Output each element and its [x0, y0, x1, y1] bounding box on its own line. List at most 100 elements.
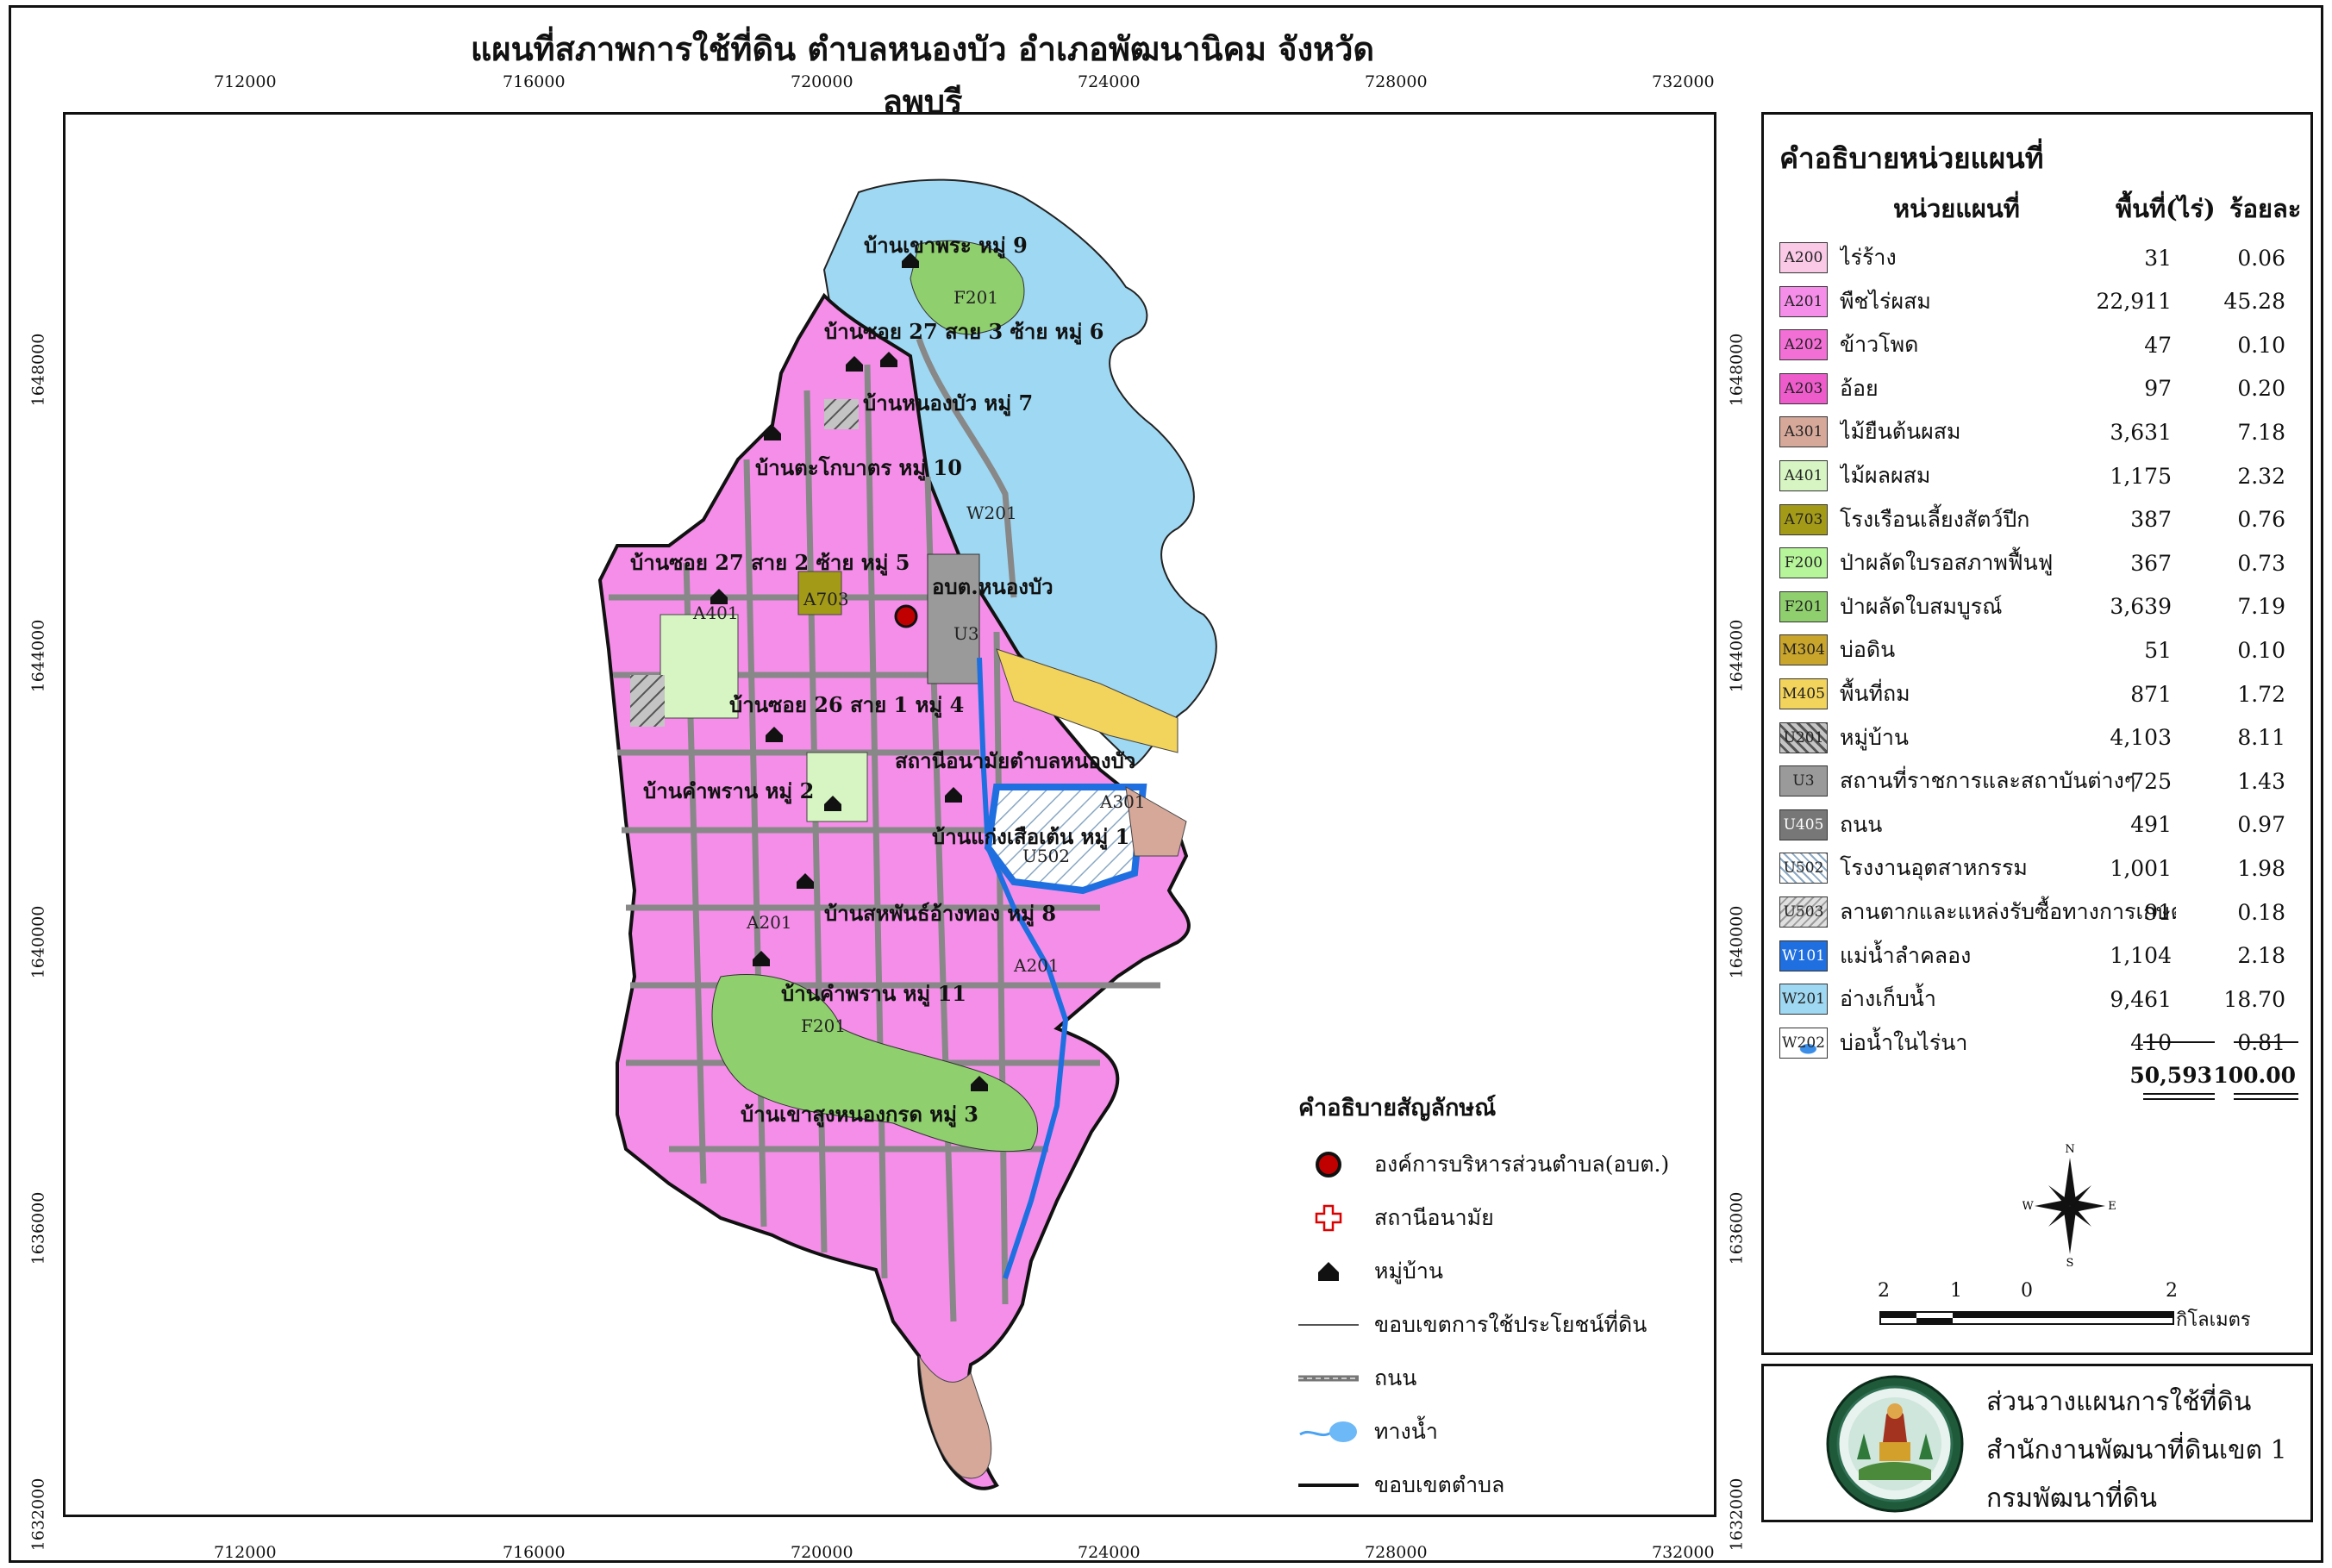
unit-name: ไม้ผลผสม: [1840, 463, 1931, 488]
unit-area: 3,631: [2110, 419, 2172, 445]
zone-label: A201: [1014, 955, 1060, 976]
x-tick-bottom: 732000: [1652, 1543, 1715, 1562]
tao-office-icon: [1298, 1147, 1359, 1182]
unit-area: 3,639: [2110, 594, 2172, 620]
unit-swatch: F200: [1779, 547, 1828, 579]
symbol-legend-row: ขอบเขตตำบล: [1298, 1459, 1712, 1512]
village-markers: [710, 253, 988, 1091]
north-arrow-compass: N S W E: [2023, 1143, 2116, 1270]
village-label: บ้านซอย 27 สาย 2 ซ้าย หมู่ 5: [630, 550, 910, 575]
y-tick-right: 1632000: [1727, 1477, 1747, 1552]
total-rule: [2143, 1041, 2215, 1043]
unit-area: 47: [2144, 332, 2172, 358]
land-use-map[interactable]: [66, 115, 1714, 1515]
unit-name: บ่อน้ำในไร่นา: [1840, 1029, 1968, 1055]
unit-area: 91: [2144, 899, 2172, 925]
subdistrict-boundary-line-icon: [1298, 1468, 1359, 1502]
symbol-legend: คำอธิบายสัญลักษณ์ องค์การบริหารส่วนตำบล(…: [1298, 1089, 1712, 1512]
village-house-icon: [797, 873, 814, 889]
zone-label: U502: [1022, 846, 1071, 866]
unit-area: 491: [2130, 812, 2172, 838]
scale-label: 0: [2021, 1280, 2033, 1302]
unit-swatch: M304: [1779, 634, 1828, 666]
unit-area: 367: [2130, 550, 2172, 576]
zone-label: F201: [953, 287, 999, 308]
y-tick-left: 1640000: [28, 905, 48, 979]
unit-name: โรงเรือนเลี้ยงสัตว์ปีก: [1840, 506, 2030, 532]
village-label: บ้านซอย 26 สาย 1 หมู่ 4: [729, 692, 965, 717]
unit-name: โรงงานอุตสาหกรรม: [1840, 855, 2028, 881]
unit-name: พืชไร่ผสม: [1840, 288, 1931, 314]
symbol-label: ขอบเขตการใช้ประโยชน์ที่ดิน: [1374, 1312, 1647, 1337]
unit-percent: 1.72: [2237, 681, 2285, 707]
village-house-icon: [945, 787, 962, 803]
perennial-patch: [1125, 786, 1187, 857]
zone-label: A201: [747, 912, 792, 933]
y-tick-left: 1644000: [28, 619, 48, 693]
zone-label: A401: [693, 603, 739, 623]
unit-percent: 0.06: [2237, 245, 2285, 271]
x-tick-bottom: 724000: [1078, 1543, 1141, 1562]
village-house-icon: [846, 356, 863, 372]
x-tick-bottom: 728000: [1365, 1543, 1428, 1562]
x-tick-top: 728000: [1365, 72, 1428, 91]
unit-name: ลานตากและแหล่งรับซื้อทางการเกษตร: [1840, 899, 2176, 924]
unit-area: 31: [2144, 245, 2172, 271]
y-tick-left: 1632000: [28, 1477, 48, 1552]
unit-swatch: W202: [1779, 1027, 1828, 1059]
village-house-icon: [824, 796, 841, 811]
symbol-legend-row: สถานีอนามัย: [1298, 1191, 1712, 1245]
unit-swatch: W101: [1779, 940, 1828, 971]
y-tick-right: 1636000: [1727, 1191, 1747, 1265]
village-label: บ้านเขาพระ หมู่ 9: [864, 233, 1028, 258]
agency-line: กรมพัฒนาที่ดิน: [1986, 1484, 2158, 1514]
forest-south: [711, 974, 1038, 1153]
scale-bar: [1879, 1311, 2174, 1325]
scale-label: 1: [1950, 1280, 1962, 1302]
unit-area: 22,911: [2096, 289, 2172, 315]
map-frame[interactable]: บ้านเขาพระ หมู่ 9 บ้านซอย 27 สาย 3 ซ้าย …: [63, 112, 1716, 1517]
unit-percent: 0.73: [2237, 550, 2285, 576]
unit-name: ข้าวโพด: [1840, 332, 1919, 358]
canal: [977, 657, 1069, 1279]
unit-name: สถานที่ราชการและสถาบันต่างๆ: [1840, 768, 2136, 794]
village-house-icon: [971, 1076, 988, 1091]
x-tick-bottom: 720000: [791, 1543, 853, 1562]
unit-swatch: F201: [1779, 590, 1828, 622]
unit-swatch: A202: [1779, 329, 1828, 361]
unit-area: 9,461: [2110, 986, 2172, 1012]
symbol-legend-row: ขอบเขตการใช้ประโยชน์ที่ดิน: [1298, 1298, 1712, 1352]
symbol-label: ขอบเขตตำบล: [1374, 1472, 1505, 1497]
x-tick-bottom: 716000: [503, 1543, 566, 1562]
unit-percent: 7.19: [2237, 594, 2285, 620]
symbol-label: สถานีอนามัย: [1374, 1205, 1494, 1230]
total-area: 50,593: [2129, 1063, 2212, 1088]
unit-swatch: U502: [1779, 853, 1828, 884]
unit-percent: 8.11: [2237, 725, 2285, 751]
agency-line: สำนักงานพัฒนาที่ดินเขต 1: [1986, 1435, 2287, 1465]
agency-box: ส่วนวางแผนการใช้ที่ดิน สำนักงานพัฒนาที่ด…: [1761, 1364, 2313, 1522]
village-house-icon: [902, 253, 919, 268]
unit-legend-panel: คำอธิบายหน่วยแผนที่ หน่วยแผนที่ พื้นที่(…: [1761, 112, 2313, 1355]
unit-name: อ่างเก็บน้ำ: [1840, 986, 1936, 1012]
unit-percent: 1.98: [2237, 855, 2285, 881]
unit-area: 4,103: [2110, 725, 2172, 751]
zone-label: U3: [953, 623, 979, 644]
unit-percent: 2.32: [2237, 463, 2285, 489]
unit-percent: 0.10: [2237, 637, 2285, 663]
poultry-patch: [797, 571, 842, 615]
village-patch: [630, 675, 665, 727]
